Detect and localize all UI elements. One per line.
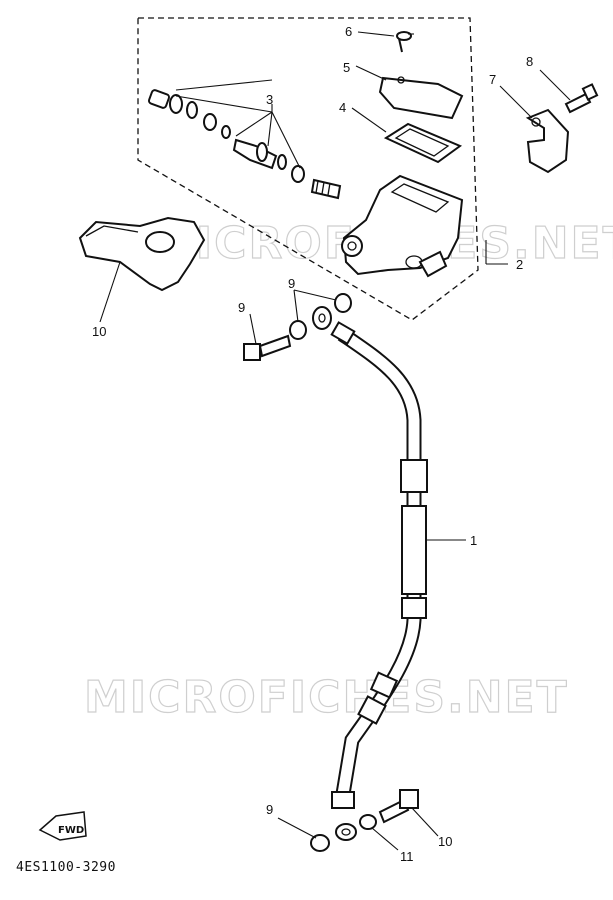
upper-copper-washer-2 xyxy=(334,293,352,313)
callout-7: 7 xyxy=(489,72,496,87)
watermark-lower: MICROFICHES.NET xyxy=(84,672,569,723)
master-cylinder-assembly-boundary xyxy=(137,17,479,321)
callout-1: 1 xyxy=(470,533,477,548)
reservoir-diaphragm xyxy=(383,122,463,164)
lower-union-bolt xyxy=(378,789,419,824)
lower-copper-washer-2 xyxy=(359,814,377,830)
callout-11: 10 xyxy=(92,324,106,339)
callout-8: 8 xyxy=(526,54,533,69)
callout-5: 5 xyxy=(343,60,350,75)
callout-3: 3 xyxy=(266,92,273,107)
forward-direction-arrow-icon: FWD xyxy=(38,811,87,841)
reservoir-cap-screw xyxy=(396,31,412,53)
callout-4: 4 xyxy=(339,100,346,115)
callout-10-upper: 9 xyxy=(238,300,245,315)
master-cylinder-holder xyxy=(525,108,570,174)
lower-copper-washer-1 xyxy=(310,834,330,852)
callout-6: 6 xyxy=(345,24,352,39)
callout-2: 2 xyxy=(516,257,523,272)
holder-bolt xyxy=(564,83,599,114)
diagram-part-code: 4ES1100-3290 xyxy=(16,860,116,875)
master-cylinder-body xyxy=(341,174,464,278)
upper-union-bolt xyxy=(243,334,292,361)
master-cylinder-piston-kit xyxy=(147,89,342,200)
reservoir-cap xyxy=(378,76,464,120)
fwd-label: FWD xyxy=(58,825,84,836)
callout-9-upper: 9 xyxy=(288,276,295,291)
upper-copper-washer-1 xyxy=(289,320,307,340)
brake-lever-cover xyxy=(78,216,206,292)
callout-9-lower-right: 11 xyxy=(400,849,414,864)
front-brake-hose xyxy=(312,306,428,841)
callout-9-lower-left: 9 xyxy=(266,802,273,817)
callout-10-lower: 10 xyxy=(438,834,452,849)
